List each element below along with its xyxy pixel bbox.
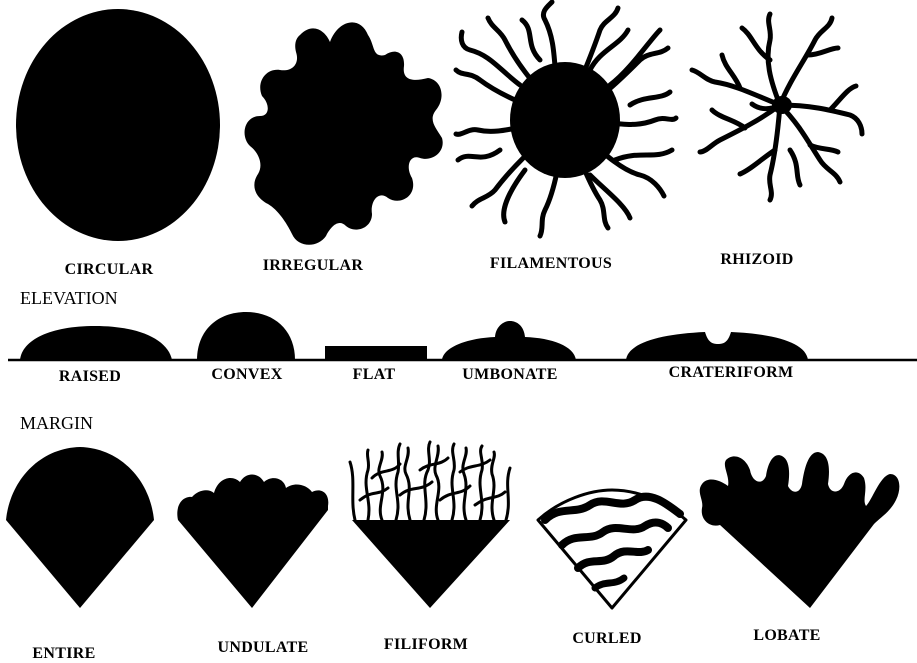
- filamentous-label: FILAMENTOUS: [490, 256, 612, 272]
- undulate-margin-shape: [177, 475, 328, 609]
- irregular-colony-shape: [245, 22, 443, 244]
- filamentous-colony-shape: [456, 2, 676, 236]
- filiform-margin-base: [352, 520, 510, 608]
- filiform-label: FILIFORM: [384, 637, 468, 653]
- margin-heading: MARGIN: [20, 414, 93, 432]
- raised-elevation-shape: [20, 326, 172, 360]
- umbonate-label: UMBONATE: [462, 367, 557, 383]
- lobate-margin-shape: [700, 452, 900, 608]
- raised-label: RAISED: [59, 369, 121, 385]
- convex-elevation-shape: [197, 312, 295, 360]
- filiform-filaments: [350, 442, 510, 520]
- entire-label: ENTIRE: [32, 646, 95, 662]
- umbonate-elevation-shape: [442, 321, 576, 360]
- flat-label: FLAT: [353, 367, 396, 383]
- irregular-label: IRREGULAR: [263, 258, 364, 274]
- crateriform-label: CRATERIFORM: [669, 365, 794, 381]
- curled-margin-shape: [538, 490, 686, 608]
- convex-label: CONVEX: [211, 367, 282, 383]
- entire-margin-shape: [6, 447, 154, 608]
- circular-colony-shape: [16, 9, 220, 241]
- elevation-heading: ELEVATION: [20, 289, 118, 307]
- circular-label: CIRCULAR: [65, 262, 154, 278]
- crateriform-elevation-shape: [626, 332, 808, 360]
- flat-elevation-shape: [325, 346, 427, 360]
- lobate-label: LOBATE: [753, 628, 820, 644]
- rhizoid-label: RHIZOID: [720, 252, 793, 268]
- undulate-label: UNDULATE: [217, 640, 308, 656]
- rhizoid-center-mass: [772, 96, 792, 114]
- curled-label: CURLED: [572, 631, 641, 647]
